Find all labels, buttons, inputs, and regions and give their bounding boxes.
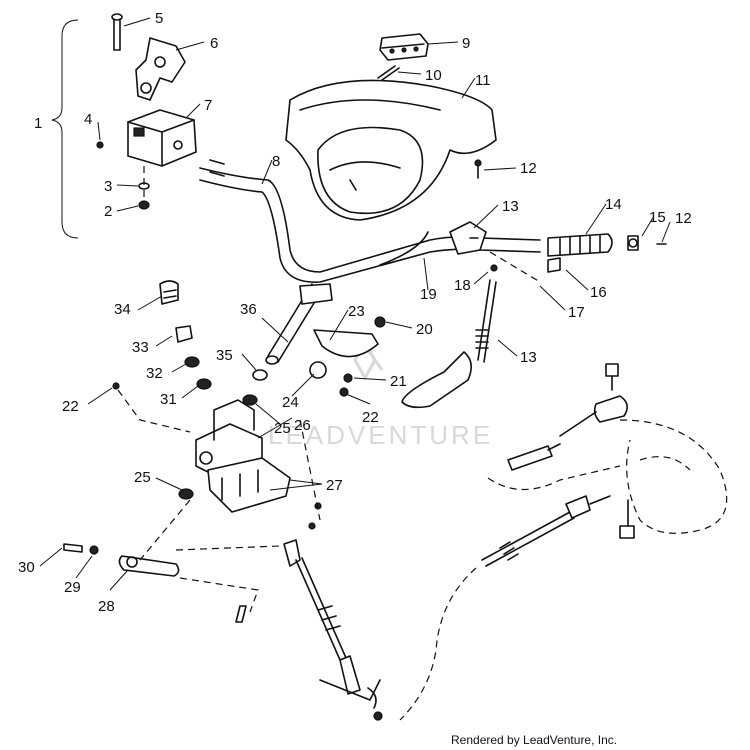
screw-head (474, 159, 482, 167)
callout-12-right: 12 (675, 210, 692, 227)
callout-9: 9 (462, 35, 470, 52)
part-35-washer (252, 369, 268, 381)
callout-22-left: 22 (62, 398, 79, 415)
part-13-throttle (449, 221, 487, 255)
assembly-lines (117, 389, 621, 721)
callout-4: 4 (84, 111, 92, 128)
render-credit: Rendered by LeadVenture, Inc. (451, 733, 618, 747)
callout-28: 28 (98, 598, 115, 615)
callout-14: 14 (605, 196, 622, 213)
part-18-screw (490, 264, 498, 272)
callout-30: 30 (18, 559, 35, 576)
callout-36: 36 (240, 301, 257, 318)
part-20-bushing (374, 316, 386, 328)
part-9-switch (379, 33, 429, 61)
part-6-bracket (135, 37, 186, 101)
callout-labels: 1 2 3 4 5 6 7 8 9 10 11 12 12 13 13 14 1… (18, 10, 692, 615)
part-22-nut-left (112, 382, 120, 390)
callout-24: 24 (282, 394, 299, 411)
callout-29: 29 (64, 579, 81, 596)
lower-rod (481, 495, 611, 567)
part-16-plug (547, 257, 561, 273)
callout-26: 26 (294, 417, 311, 434)
callout-12-left: 12 (520, 160, 537, 177)
callout-21: 21 (390, 373, 407, 390)
part-2-nut (138, 200, 150, 210)
callout-19: 19 (420, 286, 437, 303)
part-25-bushing-top (242, 394, 258, 406)
spindle (619, 419, 728, 539)
part-11-headlight-pod (285, 79, 497, 221)
part-4-screw (96, 141, 104, 149)
part-25-bushing-left (178, 488, 194, 500)
bolt-lower (235, 605, 247, 623)
part-7-switch-housing (127, 109, 197, 167)
tie-rod (283, 502, 383, 721)
part-30-bolt (63, 543, 83, 553)
callout-15: 15 (649, 209, 666, 226)
right-rod-end (507, 363, 628, 471)
part-29-washer (89, 545, 99, 555)
part-21-washer (343, 373, 353, 383)
callout-13-bottom: 13 (520, 349, 537, 366)
callout-31: 31 (160, 391, 177, 408)
part-19-cable (379, 231, 429, 266)
callout-11: 11 (475, 72, 491, 89)
part-14-grip (547, 233, 613, 257)
part-8-handlebar (199, 159, 541, 283)
callout-25-left: 25 (134, 469, 151, 486)
callout-33: 33 (132, 339, 149, 356)
callout-2: 2 (104, 203, 112, 220)
callout-7: 7 (204, 97, 212, 114)
callout-5: 5 (155, 10, 163, 27)
assembly-line (489, 251, 541, 283)
callout-27: 27 (326, 477, 343, 494)
callout-18: 18 (454, 277, 471, 294)
callout-3: 3 (104, 178, 112, 195)
part-28-pitman-arm (118, 555, 180, 577)
callout-22-right: 22 (362, 409, 379, 426)
callout-20: 20 (416, 321, 433, 338)
callout-8: 8 (272, 153, 280, 170)
leader-lines (39, 17, 671, 591)
callout-17: 17 (568, 304, 585, 321)
part-34-bolt (159, 280, 179, 305)
part-15-end-cap (627, 235, 639, 251)
part-32-washer (184, 356, 200, 368)
group-bracket (51, 19, 79, 239)
part-13-throttle-cable (401, 279, 497, 409)
callout-16: 16 (590, 284, 607, 301)
callout-6: 6 (210, 35, 218, 52)
part-23-cover (313, 329, 379, 358)
callout-10: 10 (425, 67, 442, 84)
part-31-nut (196, 378, 212, 390)
part-5-bolt (111, 13, 123, 51)
part-27-bracket (207, 457, 291, 513)
callout-34: 34 (114, 301, 131, 318)
part-33-spacer (175, 325, 193, 343)
part-10-pin (377, 65, 400, 81)
callout-35: 35 (216, 347, 233, 364)
callout-23: 23 (348, 303, 365, 320)
callout-13-top: 13 (502, 198, 519, 215)
callout-1: 1 (34, 115, 42, 132)
part-36-steering-post (265, 283, 333, 365)
callout-32: 32 (146, 365, 163, 382)
callout-25-right: 25 (274, 420, 291, 437)
